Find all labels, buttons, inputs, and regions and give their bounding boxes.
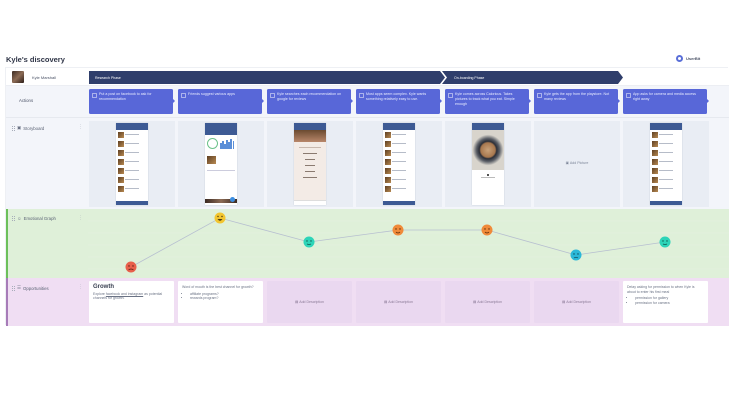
emotion-neutral-icon[interactable]: [303, 236, 315, 248]
add-picture-button[interactable]: ▣ Add Picture: [534, 161, 620, 165]
brand-name: UserBit: [686, 56, 701, 61]
more-options-icon[interactable]: ⋮: [78, 215, 83, 221]
phase-chevron-icon: [440, 71, 447, 84]
opportunity-card[interactable]: Word of mouth is the best channel for gr…: [178, 281, 263, 323]
opportunity-bullets: affiliate programs? rewards program?: [182, 292, 259, 301]
opportunity-text: Word of mouth is the best channel for gr…: [182, 285, 254, 289]
userbit-logo-icon: [676, 55, 683, 62]
image-icon: ▣: [17, 125, 22, 130]
row-label-opportunities: Opportunities: [23, 285, 49, 291]
action-text: App asks for camera and media access rig…: [633, 92, 696, 101]
action-text: Put a post on facebook to ask for recomm…: [99, 92, 152, 101]
screenshot-list-screen: [383, 123, 415, 205]
emotion-neutral-icon[interactable]: [659, 236, 671, 248]
add-description-icon: ▤: [473, 299, 478, 304]
phase-onboarding[interactable]: On-boarding Phase: [442, 71, 623, 84]
persona-row: Kyle Marshall Research Phase On-boarding…: [6, 68, 729, 86]
bullet-item: affiliate programs?: [190, 292, 259, 297]
action-card[interactable]: Most apps seem complex. Kyle wants somet…: [356, 89, 442, 114]
add-description-button[interactable]: ▤ Add Description: [534, 281, 619, 323]
add-description-button[interactable]: ▤ Add Description: [267, 281, 352, 323]
opportunity-text: Delay asking for permission to when Kyle…: [627, 285, 695, 294]
phase-label: On-boarding Phase: [454, 75, 485, 80]
add-description-icon: ▤: [384, 299, 389, 304]
storyboard-row: ▣ Storyboard ⋮: [6, 118, 729, 209]
row-label-actions: Actions: [19, 98, 34, 103]
emotion-happy-icon[interactable]: [392, 224, 404, 236]
screenshot-dashboard-screen: [205, 123, 237, 205]
action-text: Kyle comes across Caloricus. Takes pictu…: [455, 92, 515, 106]
opportunity-card[interactable]: Growth Explore facebook and instagram as…: [89, 281, 174, 323]
opportunities-row: ☰ Opportunities ⋮ Growth Explore faceboo…: [6, 278, 729, 326]
opportunity-card[interactable]: Delay asking for permission to when Kyle…: [623, 281, 708, 323]
add-description-icon: ▤: [295, 299, 300, 304]
add-description-label: Add Description: [299, 299, 324, 304]
storyboard-cell[interactable]: [623, 121, 709, 207]
drag-handle-icon[interactable]: [12, 285, 15, 291]
action-text: Most apps seem complex. Kyle wants somet…: [366, 92, 427, 101]
storyboard-cell[interactable]: [267, 121, 353, 207]
action-card[interactable]: Kyle searches each recommendation on goo…: [267, 89, 353, 114]
action-text: Friends suggest various apps: [188, 92, 235, 96]
emotion-unhappy-icon[interactable]: [570, 249, 582, 261]
add-description-label: Add Description: [566, 299, 591, 304]
screenshot-dialog-screen: [294, 123, 326, 205]
bullet-item: permission for gallery: [635, 296, 704, 301]
storyboard-cell[interactable]: [356, 121, 442, 207]
emotion-happy-icon[interactable]: [481, 224, 493, 236]
row-header-opportunities: ☰ Opportunities ⋮: [6, 278, 86, 326]
more-options-icon[interactable]: ⋮: [78, 284, 83, 290]
action-card[interactable]: Kyle gets the app from the playstore. No…: [534, 89, 620, 114]
emotional-graph-row: ☺ Emotional Graph ⋮: [6, 209, 729, 278]
action-text: Kyle searches each recommendation on goo…: [277, 92, 342, 101]
actions-row: Actions Put a post on facebook to ask fo…: [6, 86, 729, 118]
row-header-emotional: ☺ Emotional Graph ⋮: [6, 209, 86, 278]
emotion-sad-icon[interactable]: [125, 261, 137, 273]
opportunity-title: Growth: [93, 284, 114, 290]
more-options-icon[interactable]: ⋮: [78, 124, 83, 130]
screenshot-list-screen: [116, 123, 148, 205]
storyboard-cell[interactable]: [178, 121, 264, 207]
storyboard-cell[interactable]: [89, 121, 175, 207]
persona-name: Kyle Marshall: [32, 74, 57, 80]
add-picture-label: Add Picture: [569, 161, 589, 165]
persona[interactable]: Kyle Marshall: [12, 71, 56, 83]
emotion-very-happy-icon[interactable]: [214, 212, 226, 224]
phase-research[interactable]: Research Phase: [89, 71, 445, 84]
storyboard-cell-empty[interactable]: ▣ Add Picture: [534, 121, 620, 207]
row-label-storyboard: Storyboard: [23, 125, 45, 131]
drag-handle-icon[interactable]: [12, 125, 15, 131]
opportunity-bullets: permission for gallery permission for ca…: [627, 296, 704, 305]
emotional-graph: [88, 212, 729, 273]
opportunity-link[interactable]: facebook and instagram: [105, 291, 144, 296]
brand[interactable]: UserBit: [676, 55, 700, 62]
action-card[interactable]: Put a post on facebook to ask for recomm…: [89, 89, 175, 114]
storyboard-cell[interactable]: [445, 121, 531, 207]
add-description-icon: ▤: [562, 299, 567, 304]
add-description-button[interactable]: ▤ Add Description: [356, 281, 441, 323]
add-description-button[interactable]: ▤ Add Description: [445, 281, 530, 323]
journey-board: Kyle Marshall Research Phase On-boarding…: [5, 67, 729, 326]
bullet-item: permission for camera: [635, 301, 704, 306]
phase-label: Research Phase: [95, 75, 121, 80]
avatar: [12, 71, 24, 83]
smiley-icon: ☺: [17, 216, 22, 221]
action-text: Kyle gets the app from the playstore. No…: [544, 92, 610, 101]
add-description-label: Add Description: [477, 299, 502, 304]
screenshot-photo-screen: [472, 123, 504, 205]
row-label-emotional: Emotional Graph: [23, 216, 56, 221]
drag-handle-icon[interactable]: [12, 216, 15, 221]
bullet-item: rewards program?: [190, 296, 259, 301]
image-add-icon: ▣: [565, 161, 570, 165]
row-header-storyboard: ▣ Storyboard ⋮: [6, 118, 86, 209]
screenshot-list-screen: [650, 123, 682, 205]
page-title: Kyle's discovery: [6, 55, 65, 64]
action-card[interactable]: Friends suggest various apps: [178, 89, 264, 114]
action-card[interactable]: Kyle comes across Caloricus. Takes pictu…: [445, 89, 531, 114]
add-description-label: Add Description: [388, 299, 413, 304]
opportunity-text: Explore facebook and instagram as potent…: [93, 291, 163, 301]
action-card[interactable]: App asks for camera and media access rig…: [623, 89, 709, 114]
list-icon: ☰: [17, 285, 22, 290]
